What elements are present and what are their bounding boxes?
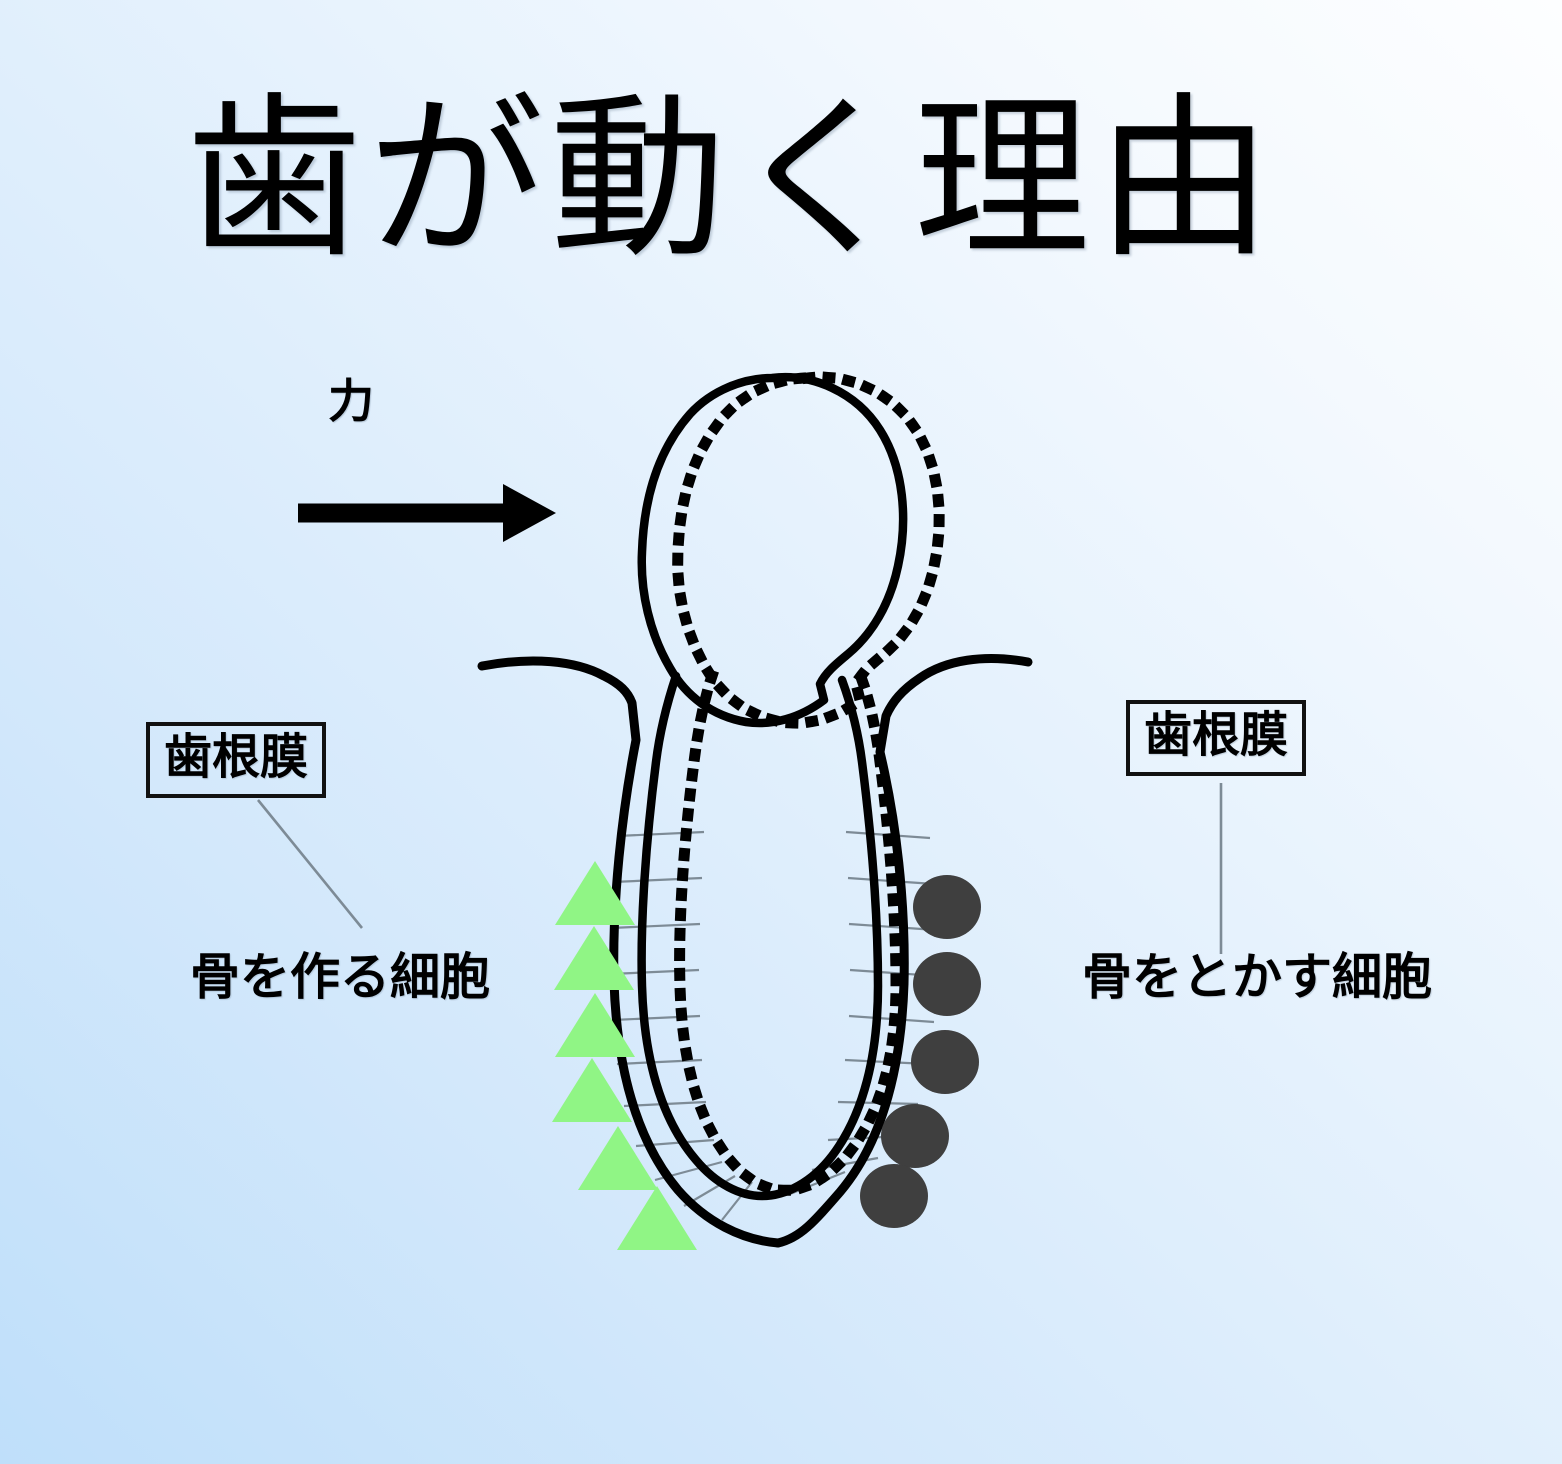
tooth-root-outline-dotted <box>674 669 902 1196</box>
leader-line-left <box>256 799 364 929</box>
periodontal-ligament-label-left: 歯根膜 <box>146 722 327 798</box>
circle-marker <box>911 1030 979 1094</box>
triangle-marker <box>555 993 635 1057</box>
periodontal-ligament-label-right: 歯根膜 <box>1126 700 1307 776</box>
triangle-marker <box>555 861 635 925</box>
circle-marker <box>881 1104 949 1168</box>
triangle-marker <box>578 1126 658 1190</box>
tooth-outline-dotted <box>672 371 945 729</box>
arrow-right-icon <box>298 484 556 542</box>
triangle-marker <box>617 1186 697 1250</box>
osteoclast-markers <box>860 875 981 1228</box>
force-label: 力 <box>328 375 374 427</box>
osteoblast-markers <box>552 861 697 1250</box>
triangle-marker <box>552 1058 632 1122</box>
circle-marker <box>913 952 981 1016</box>
tooth-root-outline-solid <box>637 671 883 1201</box>
triangle-marker <box>554 926 634 990</box>
bone-socket-outline-right <box>773 654 1033 1248</box>
circle-marker <box>913 875 981 939</box>
osteoclast-caption: 骨をとかす細胞 <box>1082 949 1432 1005</box>
page-title: 歯が動く理由 <box>186 82 1279 278</box>
circle-marker <box>860 1164 928 1228</box>
osteoblast-caption: 骨を作る細胞 <box>190 949 490 1005</box>
